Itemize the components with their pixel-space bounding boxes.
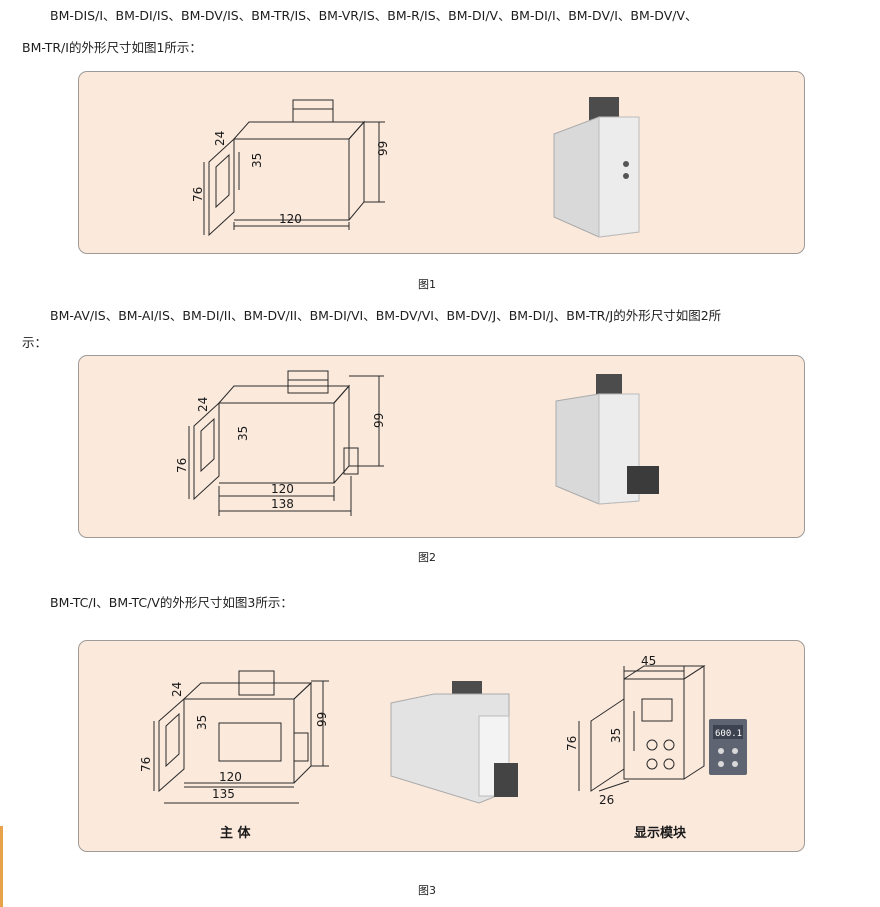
figure-3-panel: 24 35 76 99 120 135 主 体 bbox=[78, 640, 805, 852]
display-reading: 600.1 bbox=[715, 729, 742, 739]
figure-2-panel: 24 35 76 99 120 138 bbox=[78, 355, 805, 538]
figure-1-caption: 图1 bbox=[418, 278, 436, 291]
dim-120: 120 bbox=[271, 482, 294, 496]
dim-76: 76 bbox=[175, 458, 189, 473]
paragraph-1-line-1: BM-DIS/I、BM-DI/IS、BM-DV/IS、BM-TR/IS、BM-V… bbox=[50, 8, 698, 23]
dim-35: 35 bbox=[236, 426, 250, 441]
dim-99: 99 bbox=[315, 712, 329, 727]
figure-1-panel: 24 35 76 99 120 bbox=[78, 71, 805, 254]
dim-35: 35 bbox=[250, 153, 264, 168]
label-main-body: 主 体 bbox=[220, 825, 252, 841]
dim-45: 45 bbox=[641, 654, 656, 668]
dim-99: 99 bbox=[372, 413, 386, 428]
dim-76: 76 bbox=[191, 187, 205, 202]
figure-2-caption: 图2 bbox=[418, 551, 436, 564]
dim-24: 24 bbox=[196, 397, 210, 412]
dim-120: 120 bbox=[279, 212, 302, 226]
dim-35b: 35 bbox=[609, 728, 623, 743]
paragraph-2-line-1: BM-AV/IS、BM-AI/IS、BM-DI/II、BM-DV/II、BM-D… bbox=[50, 308, 722, 323]
paragraph-3-line-1: BM-TC/I、BM-TC/V的外形尺寸如图3所示： bbox=[50, 595, 293, 610]
dim-138: 138 bbox=[271, 497, 294, 511]
dim-26: 26 bbox=[599, 793, 614, 807]
display-panel-photo: 600.1 bbox=[709, 719, 747, 775]
dim-35: 35 bbox=[195, 715, 209, 730]
dim-76b: 76 bbox=[565, 736, 579, 751]
figure-3-drawing: 24 35 76 99 120 135 主 体 bbox=[139, 654, 747, 841]
paragraph-1-line-2: BM-TR/I的外形尺寸如图1所示： bbox=[22, 40, 202, 55]
label-display-module: 显示模块 bbox=[634, 825, 687, 841]
dim-120: 120 bbox=[219, 770, 242, 784]
module-photo bbox=[553, 97, 640, 238]
dim-24: 24 bbox=[213, 131, 227, 146]
dim-24: 24 bbox=[170, 682, 184, 697]
display-module-drawing bbox=[578, 665, 706, 792]
dim-76: 76 bbox=[139, 757, 153, 772]
page-edge-accent bbox=[0, 826, 3, 907]
module-photo bbox=[555, 374, 659, 505]
dim-135: 135 bbox=[212, 787, 235, 801]
figure-1-drawing: 24 35 76 99 120 bbox=[191, 97, 640, 238]
figure-2-drawing: 24 35 76 99 120 138 bbox=[175, 370, 659, 516]
figure-3-caption: 图3 bbox=[418, 884, 436, 897]
paragraph-2-line-2: 示： bbox=[22, 335, 48, 350]
module-photo bbox=[390, 681, 518, 804]
dim-99: 99 bbox=[376, 141, 390, 156]
